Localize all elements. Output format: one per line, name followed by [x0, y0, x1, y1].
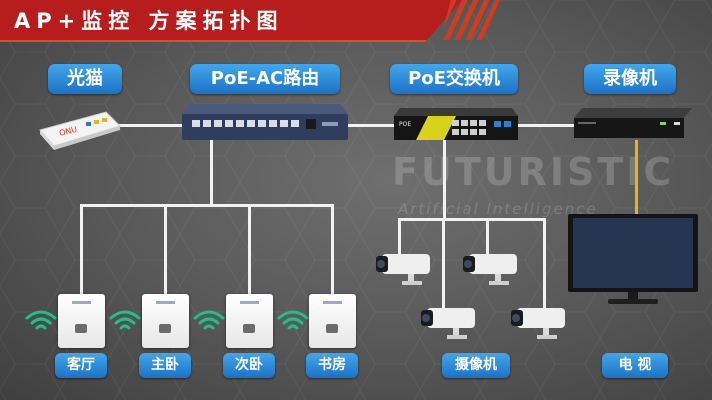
- optical-modem: ONU: [39, 111, 121, 150]
- wall-ap-living-room: [58, 294, 105, 348]
- watermark-text: FUTURISTIC: [392, 150, 675, 194]
- wall-ap-study: [309, 294, 356, 348]
- wifi-icon: [109, 310, 141, 330]
- title-bar: [0, 0, 462, 42]
- room-label-master-bedroom: 主卧: [139, 353, 191, 378]
- cam-drop-1: [398, 218, 401, 256]
- ap-drop-3: [248, 204, 251, 294]
- wifi-icon: [193, 310, 225, 330]
- bullet-camera: [511, 308, 565, 339]
- tv-monitor: [568, 214, 698, 304]
- camera-bus-line: [398, 218, 546, 221]
- cam-drop-4: [543, 218, 546, 310]
- wifi-icon: [277, 310, 309, 330]
- ap-drop-4: [331, 204, 334, 294]
- cam-drop-3: [442, 218, 445, 310]
- wall-ap-master-bedroom: [142, 294, 189, 348]
- switch-drop-line: [443, 140, 446, 220]
- room-label-study: 书房: [306, 353, 358, 378]
- bullet-camera: [463, 254, 517, 285]
- poe-ac-router: [182, 104, 348, 140]
- link-switch-nvr: [516, 124, 578, 127]
- link-modem-router: [118, 124, 184, 127]
- nvr-tv-hdmi-line: [635, 140, 638, 216]
- watermark-subtitle: Artificial Intelligence: [398, 200, 598, 218]
- modem-label: 光猫: [48, 64, 122, 94]
- link-router-switch: [346, 124, 396, 127]
- ap-bus-line: [80, 204, 334, 207]
- bullet-camera: [421, 308, 475, 339]
- router-label: PoE-AC路由: [190, 64, 340, 94]
- nvr-label: 录像机: [584, 64, 676, 94]
- room-label-living-room: 客厅: [55, 353, 107, 378]
- svg-text:POE: POE: [399, 121, 411, 128]
- wall-ap-second-bedroom: [226, 294, 273, 348]
- svg-text:ONU: ONU: [58, 125, 78, 138]
- cam-drop-2: [486, 218, 489, 256]
- router-drop-line: [210, 140, 213, 206]
- nvr-recorder: [574, 108, 692, 138]
- ap-drop-1: [80, 204, 83, 294]
- bullet-camera: [376, 254, 430, 285]
- poe-switch: POE: [394, 108, 518, 140]
- tv-label: 电 视: [602, 353, 668, 378]
- room-label-second-bedroom: 次卧: [223, 353, 275, 378]
- switch-label: PoE交换机: [390, 64, 518, 94]
- cameras-label: 摄像机: [442, 353, 510, 378]
- wifi-icon: [25, 310, 57, 330]
- ap-drop-2: [164, 204, 167, 294]
- page-title: AP+监控 方案拓扑图: [14, 9, 284, 33]
